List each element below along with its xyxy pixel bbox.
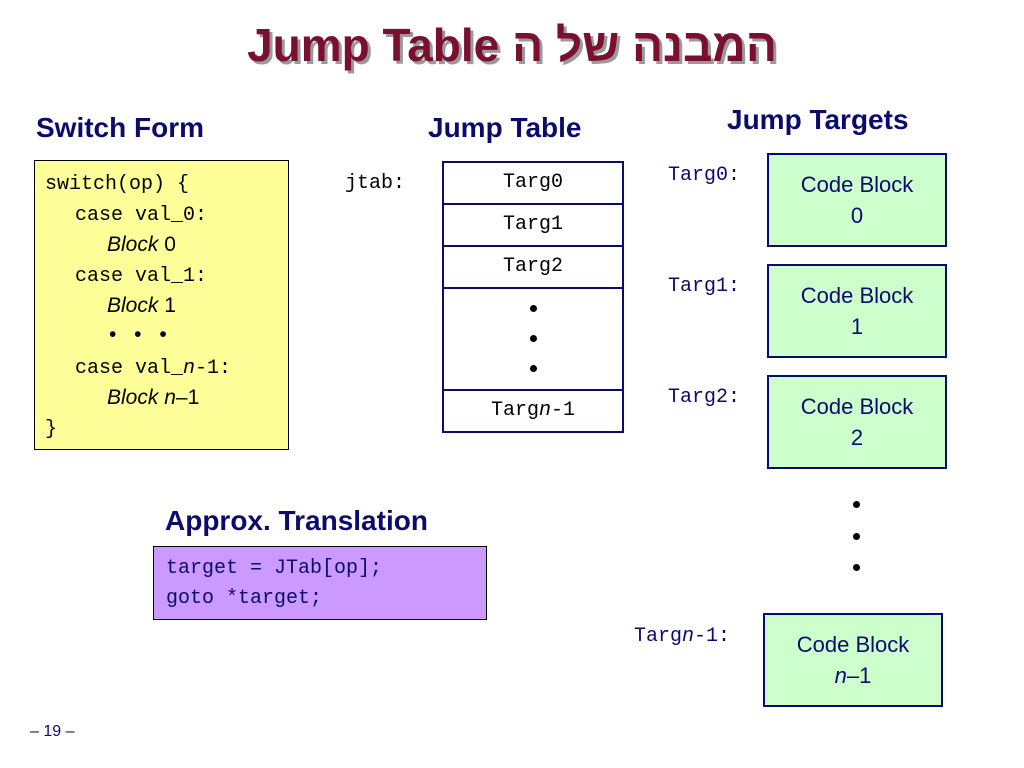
block-num: –1	[175, 386, 200, 409]
code-line: case val_0:	[75, 204, 208, 227]
dot-icon	[530, 335, 537, 342]
code-line: switch(op) {	[45, 173, 190, 196]
code-block-ref: Block n–1	[107, 386, 199, 410]
target-label: Targ2:	[668, 386, 741, 409]
cell-part: Targ	[490, 399, 539, 422]
code-part: -1:	[195, 357, 232, 380]
slide-title: Jump Table המבנה של ה	[0, 18, 1024, 72]
jump-table: Targ0 Targ1 Targ2 Targn-1	[442, 161, 624, 433]
block-num: 0	[164, 233, 176, 256]
cell-part: -1	[551, 399, 576, 422]
dot-icon	[530, 365, 537, 372]
ellipsis: • • •	[109, 323, 173, 346]
code-block-n: n	[834, 663, 847, 688]
code-block-index: 1	[850, 314, 864, 339]
cell-n: n	[538, 399, 551, 422]
dot-icon	[853, 533, 860, 540]
jump-table-cell: Targ0	[444, 163, 622, 205]
label-part: -1:	[694, 625, 731, 648]
code-line: case val_1:	[75, 265, 208, 288]
jump-table-cell: Targn-1	[444, 391, 622, 431]
block-word: Block	[107, 233, 159, 256]
dot-icon	[530, 305, 537, 312]
code-block-rest: –1	[846, 663, 872, 688]
target-label: Targ1:	[668, 275, 741, 298]
target-label: Targn-1:	[634, 625, 730, 648]
jump-table-cell: Targ1	[444, 205, 622, 247]
switch-form-box: switch(op) { case val_0: Block 0 case va…	[34, 160, 289, 450]
code-block-title: Code Block	[800, 283, 914, 308]
code-block: Code Block 1	[767, 264, 947, 358]
translation-box: target = JTab[op]; goto *target;	[153, 546, 487, 620]
code-part: case val_	[75, 357, 184, 380]
label-n: n	[682, 625, 695, 648]
jump-table-cell: Targ2	[444, 247, 622, 289]
page-number: – 19 –	[30, 723, 75, 740]
slide-title-he: המבנה של ה	[512, 19, 777, 71]
block-word: Block	[107, 386, 159, 409]
code-line: }	[45, 418, 58, 441]
jump-table-ellipsis	[444, 289, 622, 391]
code-block: Code Block n–1	[763, 613, 943, 707]
target-label: Targ0:	[668, 164, 741, 187]
block-word: Block	[107, 294, 159, 317]
block-n: n	[164, 386, 176, 409]
code-block-index: 0	[850, 203, 864, 228]
code-block: Code Block 2	[767, 375, 947, 469]
code-block-ref: Block 0	[107, 233, 176, 257]
block-num: 1	[164, 294, 176, 317]
dot-icon	[853, 501, 860, 508]
code-n: n	[183, 357, 196, 380]
slide-title-en: Jump Table	[247, 19, 500, 71]
code-block-index: 2	[850, 425, 864, 450]
jump-targets-heading: Jump Targets	[727, 104, 909, 135]
translation-heading: Approx. Translation	[165, 505, 428, 536]
jtab-label: jtab:	[345, 172, 406, 195]
code-block-index: n–1	[765, 660, 941, 691]
jump-table-heading: Jump Table	[428, 112, 582, 143]
code-block-ref: Block 1	[107, 294, 176, 318]
dot-icon	[853, 564, 860, 571]
code-block-title: Code Block	[800, 172, 914, 197]
code-block-title: Code Block	[800, 394, 914, 419]
code-line: case val_n-1:	[75, 357, 231, 380]
code-line: target = JTab[op];	[166, 557, 383, 580]
code-block-title: Code Block	[796, 632, 910, 657]
code-line: goto *target;	[166, 587, 323, 610]
code-block: Code Block 0	[767, 153, 947, 247]
switch-form-heading: Switch Form	[36, 112, 205, 143]
label-part: Targ	[634, 625, 683, 648]
